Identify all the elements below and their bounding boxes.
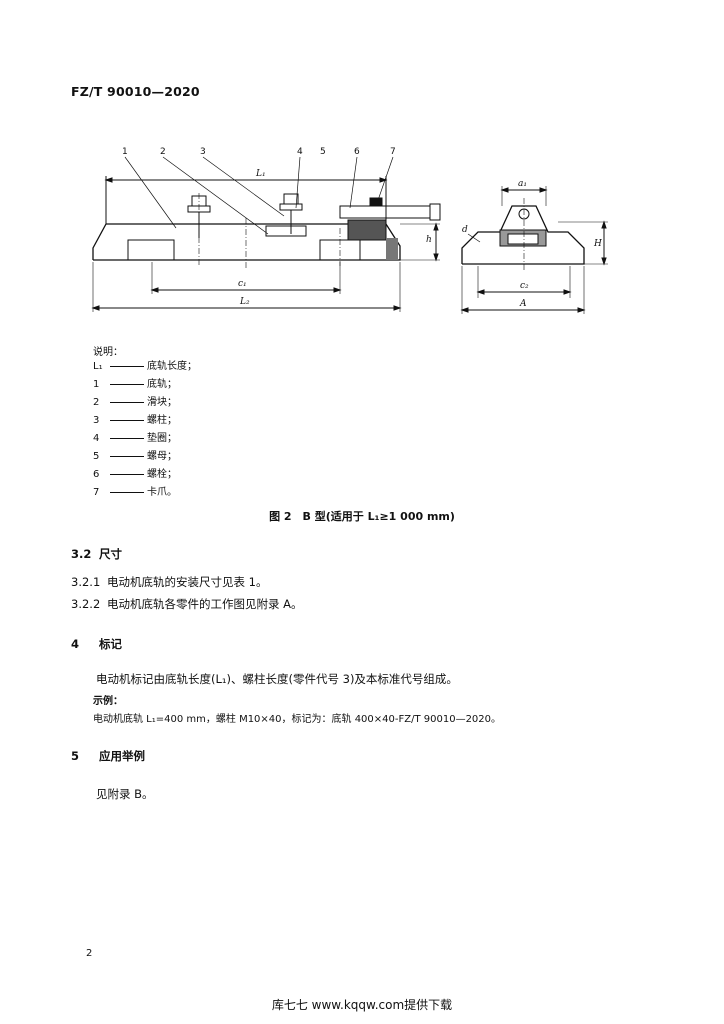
side-view — [460, 186, 608, 314]
dim-c2: c₂ — [520, 281, 529, 291]
footer-download-notice: 库七七 www.kqqw.com提供下载 — [271, 998, 453, 1012]
section-4-text: 电动机标记由底轨长度(L₁)、螺柱长度(零件代号 3)及本标准代号组成。 — [96, 672, 458, 686]
callout-7: 7 — [390, 147, 396, 157]
figure-caption: 图 2 B 型(适用于 L₁≥1 000 mm) — [269, 510, 455, 523]
callout-6: 6 — [354, 147, 360, 157]
dim-L1: L₁ — [255, 169, 266, 179]
callout-3: 3 — [200, 147, 206, 157]
section-5-text: 见附录 B。 — [96, 787, 154, 801]
dim-a1: a₁ — [518, 179, 527, 189]
page-number: 2 — [86, 948, 93, 959]
callout-2: 2 — [160, 147, 166, 157]
standard-code: FZ/T 90010—2020 — [71, 84, 200, 99]
example-label: 示例： — [93, 696, 123, 707]
dim-L2: L₂ — [239, 297, 250, 307]
callout-5: 5 — [320, 147, 326, 157]
dim-h: h — [426, 235, 432, 245]
dim-A: A — [519, 299, 527, 309]
dim-H: H — [593, 239, 602, 249]
example-text: 电动机底轨 L₁=400 mm，螺柱 M10×40，标记为：底轨 400×40-… — [93, 714, 502, 725]
callout-1: 1 — [122, 147, 128, 157]
dim-c1: c₁ — [238, 279, 247, 289]
front-view — [91, 176, 441, 312]
technical-drawing: 1 2 3 4 5 6 7 — [91, 147, 608, 314]
callout-4: 4 — [297, 147, 303, 157]
dim-d: d — [462, 225, 468, 235]
legend-title: 说明： — [93, 347, 123, 358]
